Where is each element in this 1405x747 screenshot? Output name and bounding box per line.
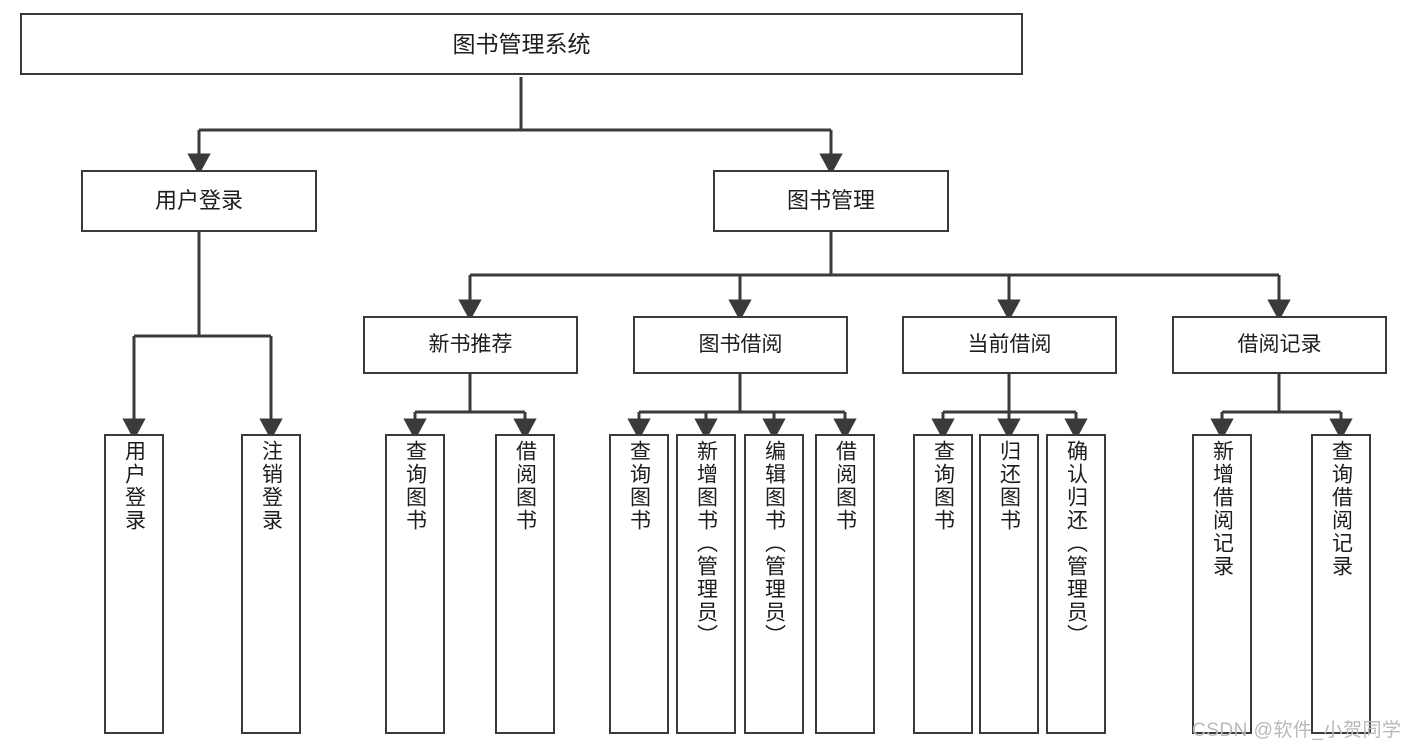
node-label: 归还图书 [997,440,1021,532]
node-label: 用户登录 [122,440,146,532]
node-current-borrow[interactable]: 当前借阅 [902,316,1117,374]
node-user-login[interactable]: 用户登录 [81,170,317,232]
leaf-query-borrow-record[interactable]: 查询借阅记录 [1311,434,1371,734]
leaf-add-borrow-record[interactable]: 新增借阅记录 [1192,434,1252,734]
node-label: 图书管理 [786,188,875,214]
node-label: 借阅记录 [1237,332,1322,356]
node-label: 图书借阅 [698,332,783,356]
node-label: 编辑图书（管理员） [762,440,786,647]
node-label: 查询借阅记录 [1329,440,1353,578]
leaf-edit-book-admin[interactable]: 编辑图书（管理员） [744,434,804,734]
leaf-logout[interactable]: 注销登录 [241,434,301,734]
node-label: 当前借阅 [967,332,1052,356]
leaf-query-book-recommend[interactable]: 查询图书 [385,434,445,734]
leaf-confirm-return-admin[interactable]: 确认归还（管理员） [1046,434,1106,734]
node-root-system[interactable]: 图书管理系统 [20,13,1023,75]
node-book-borrow[interactable]: 图书借阅 [633,316,848,374]
node-label: 确认归还（管理员） [1064,440,1088,647]
node-label: 图书管理系统 [452,30,591,57]
leaf-add-book-admin[interactable]: 新增图书（管理员） [676,434,736,734]
node-label: 新书推荐 [428,332,513,356]
leaf-borrow-book-recommend[interactable]: 借阅图书 [495,434,555,734]
csdn-watermark: CSDN @软件_小贺同学 [1192,720,1402,741]
node-label: 查询图书 [627,440,651,532]
leaf-query-book-current[interactable]: 查询图书 [913,434,973,734]
node-label: 用户登录 [154,188,243,214]
leaf-return-book[interactable]: 归还图书 [979,434,1039,734]
node-label: 注销登录 [259,440,283,532]
node-label: 借阅图书 [833,440,857,532]
node-label: 借阅图书 [513,440,537,532]
leaf-borrow-book[interactable]: 借阅图书 [815,434,875,734]
node-label: 新增借阅记录 [1210,440,1234,578]
node-label: 新增图书（管理员） [694,440,718,647]
leaf-user-login[interactable]: 用户登录 [104,434,164,734]
node-new-book-recommend[interactable]: 新书推荐 [363,316,578,374]
node-book-management[interactable]: 图书管理 [713,170,949,232]
node-borrow-records[interactable]: 借阅记录 [1172,316,1387,374]
node-label: 查询图书 [403,440,427,532]
leaf-query-book-borrow[interactable]: 查询图书 [609,434,669,734]
node-label: 查询图书 [931,440,955,532]
